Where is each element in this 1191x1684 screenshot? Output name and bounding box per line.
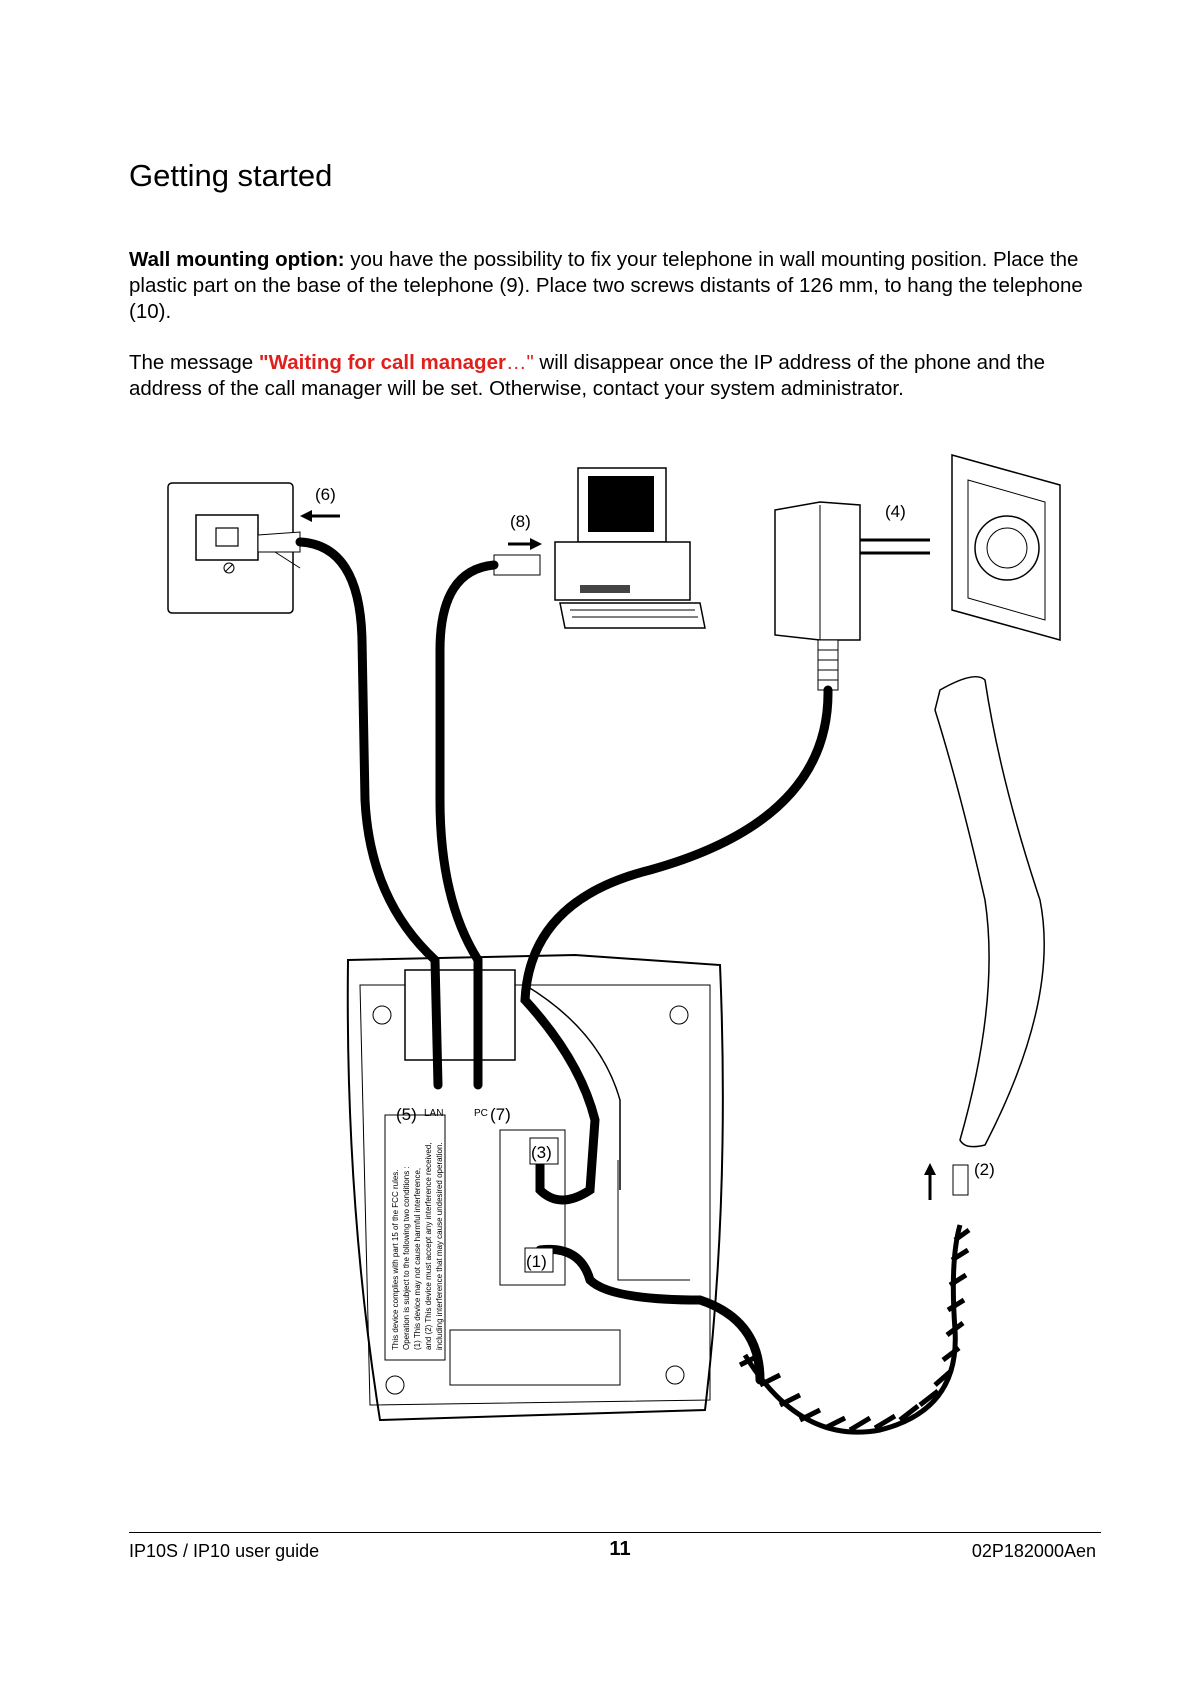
wall-jack (167, 482, 301, 614)
label-port-pc: PC (474, 1108, 488, 1119)
arrow-right-icon (508, 538, 542, 550)
status-message: Waiting for call manager (268, 351, 506, 374)
computer-icon (554, 467, 706, 629)
fcc-line: Operation is subject to the following tw… (402, 1166, 411, 1350)
footer-doc-code: 02P182000Aen (971, 1541, 1096, 1561)
fcc-line: This device complies with part 15 of the… (391, 1169, 400, 1350)
message-rest: will disappear once the IP address of th… (129, 351, 1046, 400)
label-power: (4) (885, 502, 906, 521)
arrow-up-icon (924, 1163, 936, 1200)
fcc-line: including interference that may cause un… (435, 1142, 444, 1350)
handset-icon (934, 675, 1045, 1148)
quote-open: " (258, 351, 269, 374)
label-port-lan: LAN (424, 1108, 443, 1119)
page-heading: Getting started (129, 158, 333, 193)
label-port-power: (3) (531, 1143, 552, 1162)
connection-diagram: (6) (8) (4) (2) (167, 454, 1061, 1435)
wall-mounting-body: you have the possibility to fix your tel… (129, 248, 1083, 323)
wall-mounting-lead: Wall mounting option: (129, 248, 345, 271)
message-intro: The message (129, 351, 259, 374)
footer-divider (129, 1532, 1101, 1533)
power-adapter-icon (774, 501, 930, 691)
label-computer: (8) (510, 512, 531, 531)
label-handset-plug: (2) (974, 1160, 995, 1179)
status-ellipsis: …" (505, 351, 534, 374)
arrow-left-icon (300, 510, 340, 522)
page-number: 11 (609, 1538, 631, 1560)
call-manager-paragraph: The message "Waiting for call manager…" … (129, 350, 1089, 402)
label-port-pc-num: (7) (490, 1105, 511, 1124)
coiled-cord (738, 1224, 971, 1435)
footer-doc-title: IP10S / IP10 user guide (129, 1541, 320, 1561)
cables (295, 537, 833, 1385)
fcc-line: and (2) This device must accept any inte… (424, 1142, 433, 1350)
wall-socket-icon (951, 454, 1061, 641)
label-port-lan-num: (5) (396, 1105, 417, 1124)
wall-mounting-paragraph: Wall mounting option: you have the possi… (129, 247, 1089, 325)
fcc-line: (1) This device may not cause harmful in… (413, 1168, 422, 1350)
label-wall-jack: (6) (315, 485, 336, 504)
label-port-handset: (1) (526, 1252, 547, 1271)
fcc-notice: This device complies with part 15 of the… (391, 1140, 444, 1350)
